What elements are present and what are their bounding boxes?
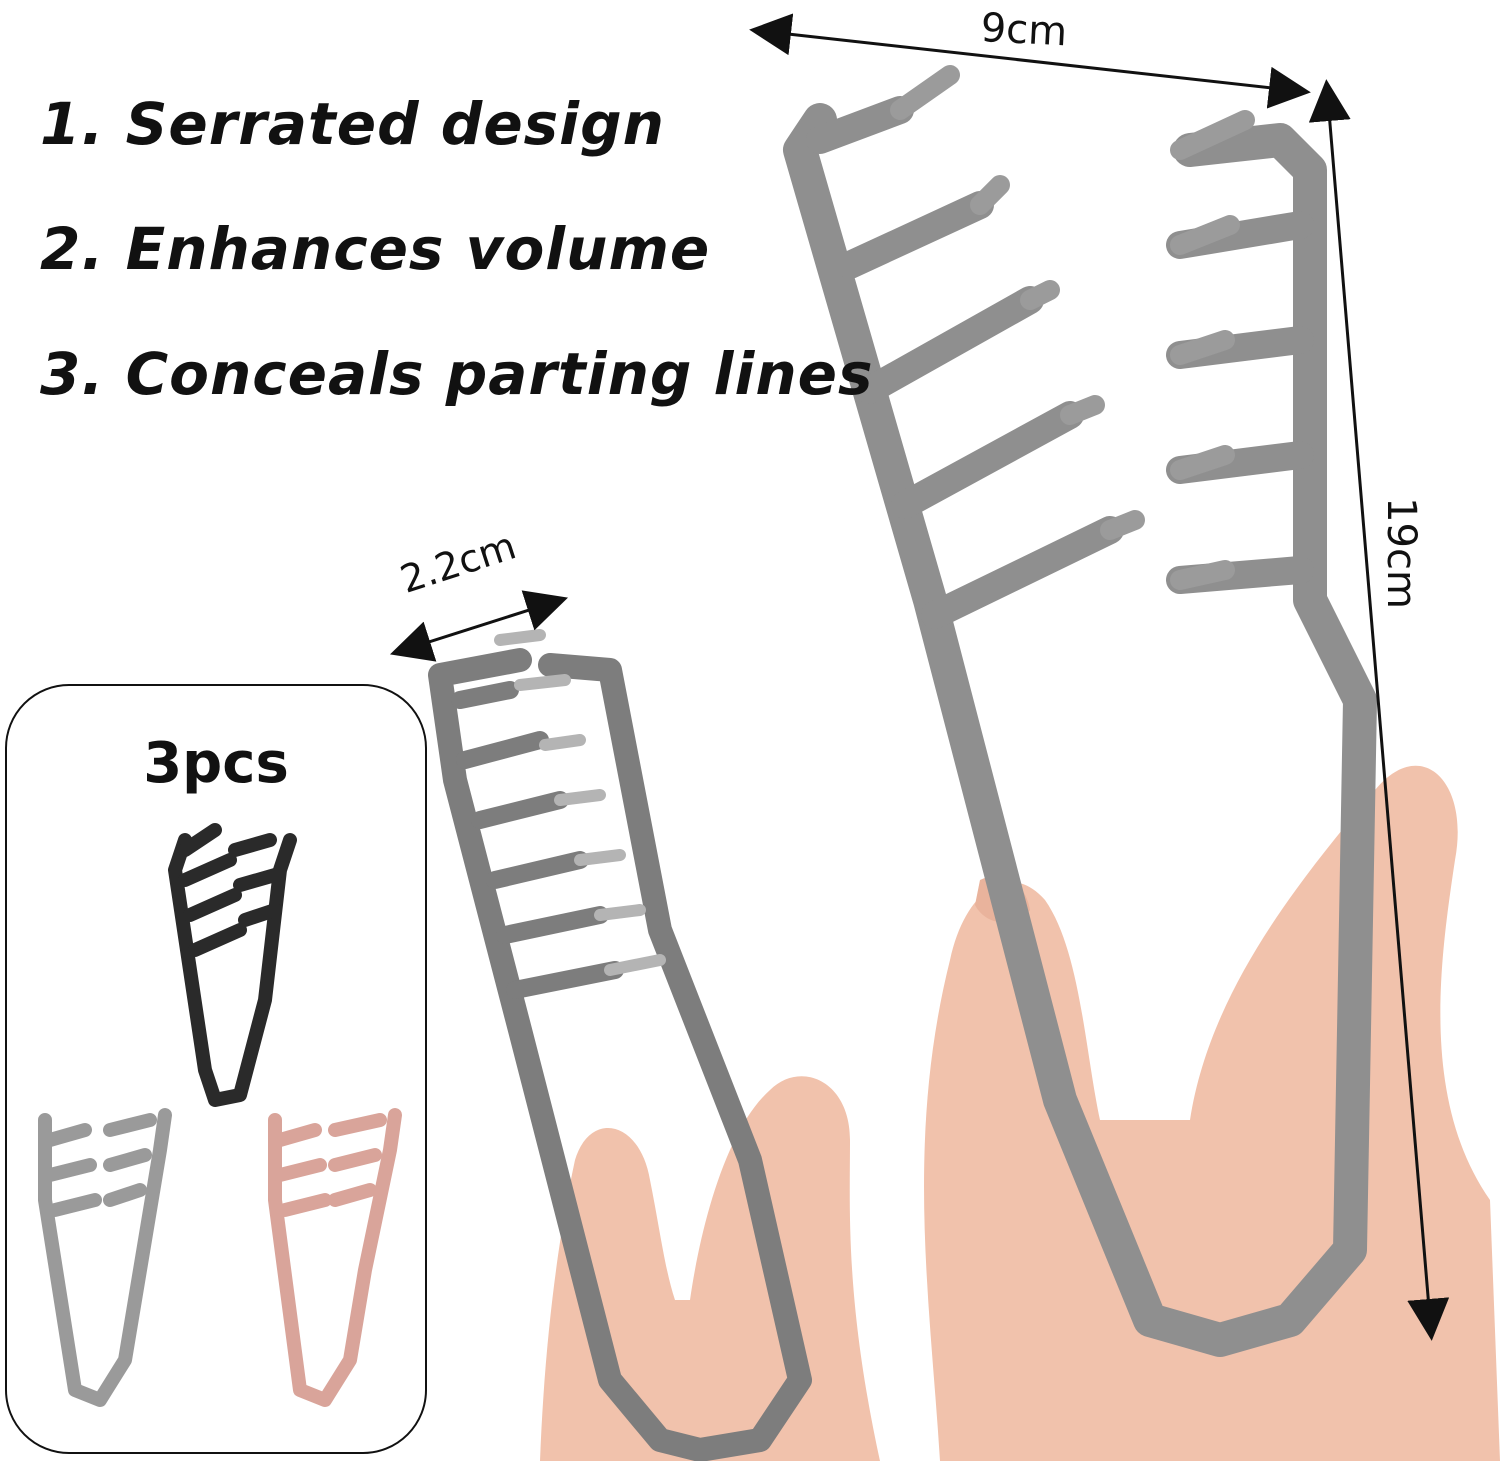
feature-serrated-design: 1. Serrated design — [40, 90, 665, 158]
width-dimension-label: 9cm — [979, 5, 1069, 56]
feature-conceals-parting-lines: 3. Conceals parting lines — [40, 340, 874, 408]
height-dimension-label: 19cm — [1377, 497, 1424, 609]
black-comb — [168, 823, 297, 1107]
pink-comb — [268, 1108, 402, 1407]
width-arrow — [749, 13, 1311, 109]
pack-quantity-label: 3pcs — [143, 731, 289, 796]
pack-contents-box: 3pcs — [5, 684, 427, 1454]
tooth-arrow — [389, 590, 569, 662]
grey-comb — [38, 1108, 172, 1407]
height-arrow — [1308, 79, 1450, 1341]
feature-enhances-volume: 2. Enhances volume — [40, 215, 711, 283]
